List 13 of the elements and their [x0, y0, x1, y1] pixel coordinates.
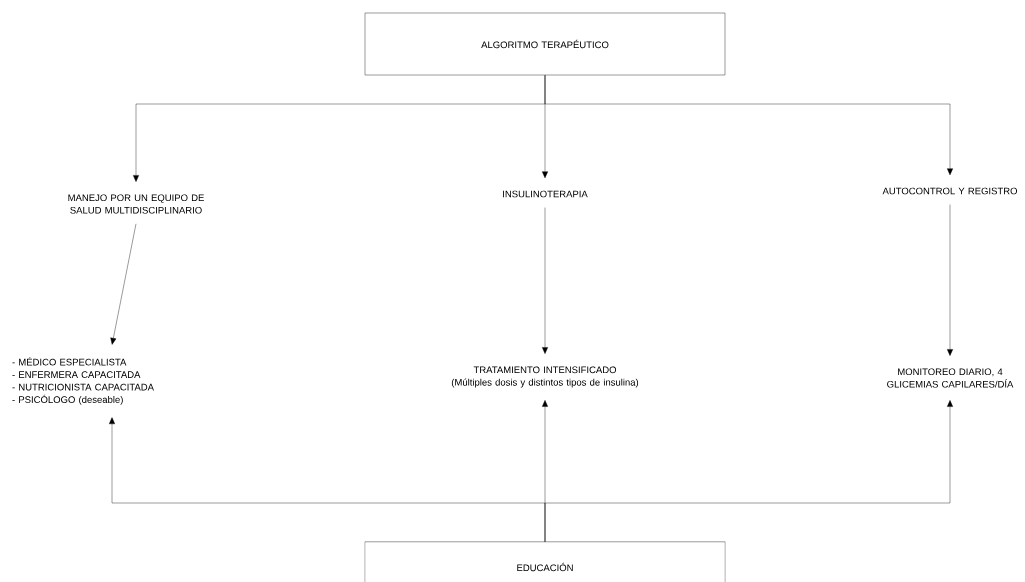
step-text: INSULINOTERAPIA — [503, 190, 588, 198]
step-text: AUTOCONTROL Y REGISTRO — [882, 187, 1017, 195]
arrow — [110, 223, 137, 345]
arrow — [544, 400, 953, 542]
step-text: MANEJO POR UN EQUIPO DE SALUD MULTIDISCIPLINARIO — [68, 194, 204, 214]
arrow — [542, 207, 548, 354]
arrow — [947, 204, 953, 356]
arrow — [544, 75, 953, 176]
detail-text: TRATAMIENTO INTENSIFICADO (Múltiples dosis y distintos tipos de insulina) — [451, 366, 639, 388]
detail-text: MONITOREO DIARIO, 4 GLICEMIAS CAPILARES/DÍA — [887, 368, 1014, 388]
process-box: ALGORITMO TERAPÉUTICO — [364, 12, 726, 76]
list-text: - MÉDICO ESPECIALISTA - ENFERMERA CAPACITADA - NUTRICIONISTA CAPACITADA - PSICÓLOGO (deseable) — [12, 357, 154, 405]
process-box: EDUCACIÓN — [364, 541, 726, 582]
